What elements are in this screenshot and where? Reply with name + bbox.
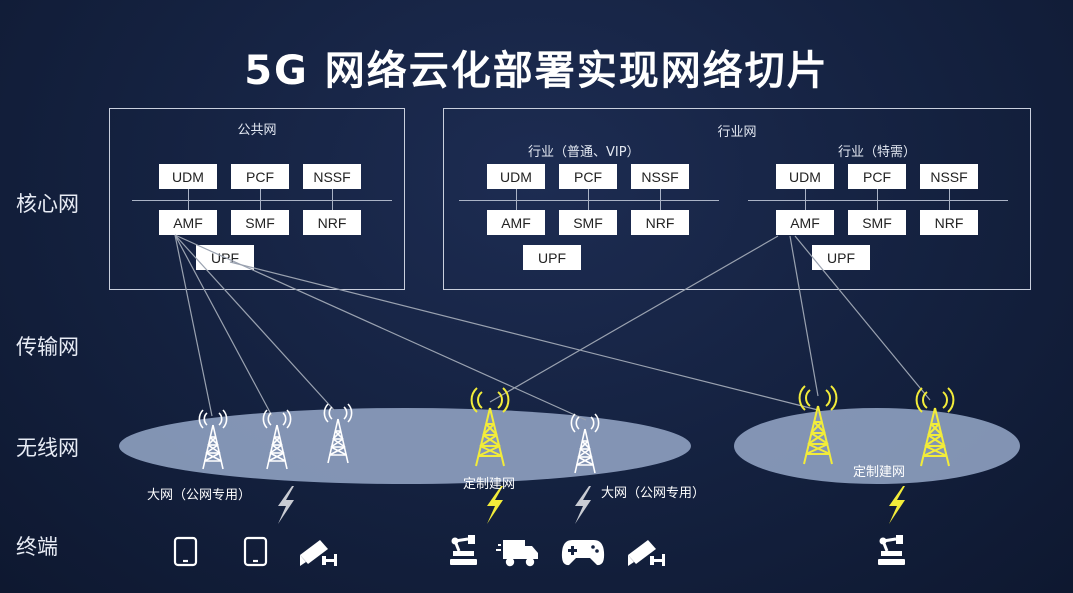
nf-nssf: NSSF xyxy=(920,164,978,189)
nf-upf: UPF xyxy=(523,245,581,270)
link xyxy=(229,261,819,411)
lightning-icon xyxy=(889,486,905,524)
public-core-bus xyxy=(132,200,392,201)
nf-upf: UPF xyxy=(812,245,870,270)
nf-pcf: PCF xyxy=(231,164,289,189)
nf-nrf: NRF xyxy=(631,210,689,235)
link xyxy=(789,235,819,397)
nf-udm: UDM xyxy=(776,164,834,189)
industry-group1-bus xyxy=(459,200,719,201)
bus-stub xyxy=(332,188,333,212)
industry-group2-title: 行业（特需） xyxy=(838,145,917,160)
lightning-icon xyxy=(278,486,294,524)
nf-smf: SMF xyxy=(848,210,906,235)
bus-stub xyxy=(660,188,661,212)
link xyxy=(174,234,273,417)
layer-label-core: 核心网 xyxy=(16,192,79,216)
industry-core-panel: 行业网 行业（普通、VIP） UDM PCF NSSF AMF SMF NRF … xyxy=(443,108,1031,290)
layer-label-terminal: 终端 xyxy=(16,535,58,559)
nf-smf: SMF xyxy=(231,210,289,235)
bus-stub xyxy=(949,188,950,212)
public-core-title: 公共网 xyxy=(237,123,277,138)
bus-stub xyxy=(260,188,261,212)
page-title: 5G 网络云化部署实现网络切片 xyxy=(244,48,829,94)
camera-icon xyxy=(300,540,337,566)
nf-udm: UDM xyxy=(487,164,545,189)
caption-custom-middle: 定制建网 xyxy=(463,477,516,492)
bus-stub xyxy=(516,188,517,212)
bus-stub xyxy=(588,188,589,212)
tablet-icon xyxy=(173,536,198,567)
link xyxy=(794,235,931,401)
link xyxy=(174,234,213,417)
gamepad-icon xyxy=(561,540,605,566)
caption-custom-right: 定制建网 xyxy=(853,465,906,480)
nf-amf: AMF xyxy=(159,210,217,235)
public-coverage-area xyxy=(119,408,691,484)
industry-group1-title: 行业（普通、VIP） xyxy=(528,145,640,160)
link xyxy=(174,234,587,421)
links xyxy=(174,234,931,421)
bus-stub xyxy=(188,188,189,212)
bus-stub xyxy=(877,188,878,212)
industry-group2-bus xyxy=(748,200,1008,201)
nf-nssf: NSSF xyxy=(631,164,689,189)
nf-smf: SMF xyxy=(559,210,617,235)
layer-label-wireless: 无线网 xyxy=(16,436,79,460)
nf-amf: AMF xyxy=(776,210,834,235)
nf-amf: AMF xyxy=(487,210,545,235)
link xyxy=(174,234,335,411)
public-core-panel: 公共网 UDM PCF NSSF AMF SMF NRF UPF xyxy=(109,108,405,290)
tablet-icon xyxy=(243,536,268,567)
caption-public-left: 大网（公网专用） xyxy=(147,488,252,503)
lightning-icon xyxy=(575,486,591,524)
bus-stub xyxy=(805,188,806,212)
layer-label-transport: 传输网 xyxy=(16,335,79,359)
robot-arm-icon xyxy=(450,535,477,565)
robot-arm-icon xyxy=(878,535,905,565)
caption-public-right: 大网（公网专用） xyxy=(601,486,706,501)
nf-nssf: NSSF xyxy=(303,164,361,189)
truck-icon xyxy=(496,540,538,567)
nf-nrf: NRF xyxy=(303,210,361,235)
nf-nrf: NRF xyxy=(920,210,978,235)
camera-icon xyxy=(628,540,665,566)
nf-pcf: PCF xyxy=(559,164,617,189)
link xyxy=(489,235,779,403)
industry-core-title: 行业网 xyxy=(717,125,757,140)
nf-pcf: PCF xyxy=(848,164,906,189)
nf-udm: UDM xyxy=(159,164,217,189)
